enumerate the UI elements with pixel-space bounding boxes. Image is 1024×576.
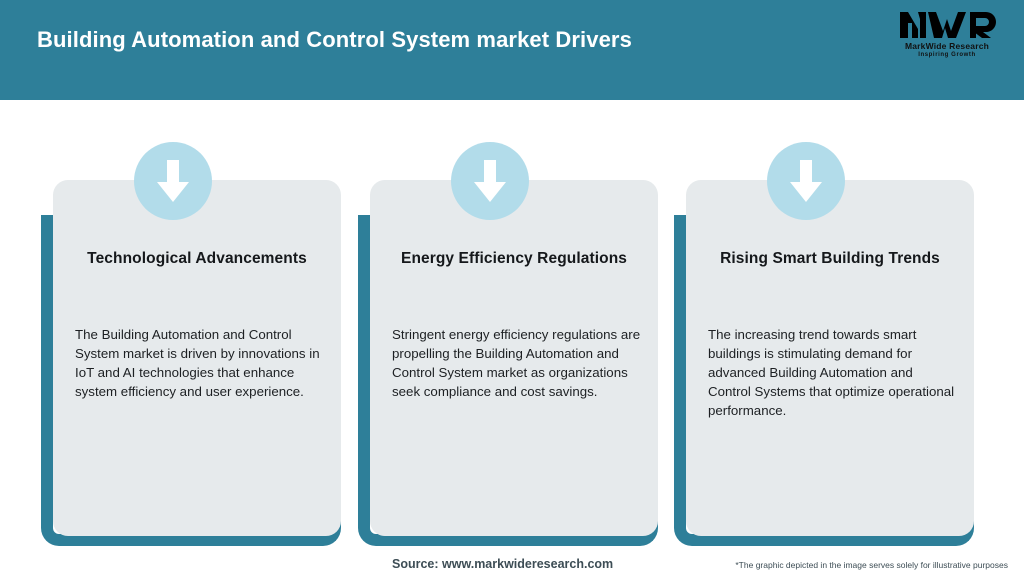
card-title: Rising Smart Building Trends: [720, 250, 940, 267]
driver-column-1: Technological Advancements The Building …: [24, 0, 344, 576]
down-arrow-badge: [767, 142, 845, 220]
driver-card[interactable]: Technological Advancements The Building …: [53, 180, 341, 536]
card-title: Energy Efficiency Regulations: [401, 250, 627, 267]
down-arrow-icon: [790, 160, 822, 202]
driver-column-2: Energy Efficiency Regulations Stringent …: [341, 0, 661, 576]
driver-card[interactable]: Energy Efficiency Regulations Stringent …: [370, 180, 658, 536]
card-body: The Building Automation and Control Syst…: [75, 327, 320, 399]
down-arrow-badge: [134, 142, 212, 220]
disclaimer-label: *The graphic depicted in the image serve…: [735, 560, 1008, 570]
mwr-monogram-icon: [900, 12, 996, 38]
brand-logo: MarkWide Research Inspiring Growth: [892, 8, 1002, 62]
driver-column-3: Rising Smart Building Trends The increas…: [657, 0, 977, 576]
card-body: The increasing trend towards smart build…: [708, 327, 955, 418]
source-label: Source: www.markwideresearch.com: [392, 557, 614, 571]
down-arrow-badge: [451, 142, 529, 220]
logo-name: MarkWide Research: [904, 41, 990, 51]
page-title: Building Automation and Control System m…: [37, 27, 632, 52]
down-arrow-icon: [474, 160, 506, 202]
driver-card[interactable]: Rising Smart Building Trends The increas…: [686, 180, 974, 536]
logo-tagline: Inspiring Growth: [918, 52, 976, 58]
card-title: Technological Advancements: [87, 250, 307, 267]
header-bar: Building Automation and Control System m…: [0, 0, 1024, 100]
down-arrow-icon: [157, 160, 189, 202]
card-body: Stringent energy efficiency regulations …: [392, 327, 641, 399]
